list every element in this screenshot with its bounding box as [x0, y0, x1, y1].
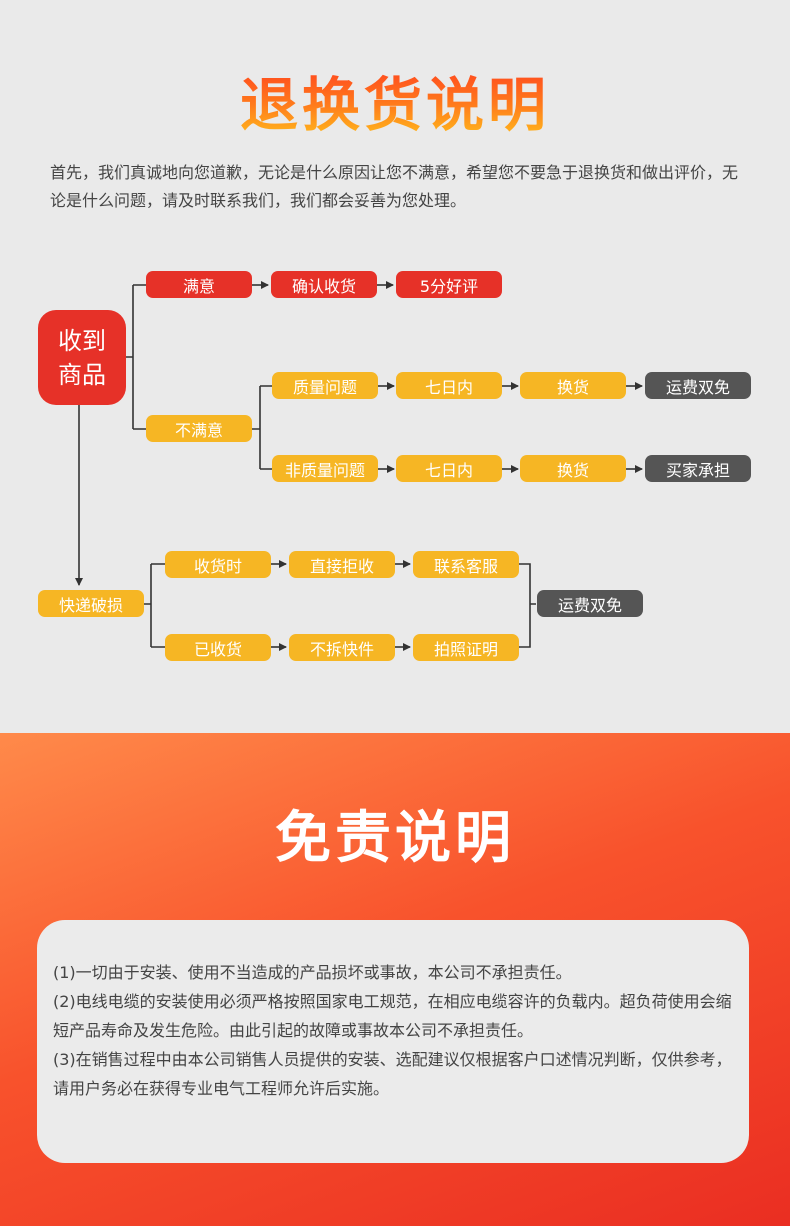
- node-confirm-receipt: 确认收货: [271, 271, 377, 298]
- node-exchange: 换货: [520, 372, 626, 399]
- disclaimer-item: (1)一切由于安装、使用不当造成的产品损坏或事故，本公司不承担责任。: [53, 963, 572, 982]
- merge-bracket-line: [519, 563, 536, 648]
- node-on-delivery: 收货时: [165, 551, 271, 578]
- node-within-seven-days: 七日内: [396, 372, 502, 399]
- node-contact-service: 联系客服: [413, 551, 519, 578]
- node-do-not-open: 不拆快件: [289, 634, 395, 661]
- node-shipping-free: 运费双免: [645, 372, 751, 399]
- disclaimer-section: 免责说明 (1)一切由于安装、使用不当造成的产品损坏或事故，本公司不承担责任。 …: [0, 733, 790, 1226]
- disclaimer-item: (2)电线电缆的安装使用必须严格按照国家电工规范，在相应电缆容许的负载内。超负荷…: [53, 992, 732, 1040]
- flow-connectors: [75, 281, 643, 651]
- node-five-star-review: 5分好评: [396, 271, 502, 298]
- root-branch-line: [126, 284, 146, 430]
- node-shipping-free: 运费双免: [537, 590, 643, 617]
- node-buyer-pays: 买家承担: [645, 455, 751, 482]
- damage-branch-line: [144, 563, 165, 648]
- node-received-goods: 收到商品: [38, 310, 126, 405]
- disclaimer-item: (3)在销售过程中由本公司销售人员提供的安装、选配建议仅根据客户口述情况判断，仅…: [53, 1050, 732, 1098]
- node-quality-issue: 质量问题: [272, 372, 378, 399]
- node-exchange: 换货: [520, 455, 626, 482]
- node-refuse-directly: 直接拒收: [289, 551, 395, 578]
- node-photo-proof: 拍照证明: [413, 634, 519, 661]
- node-satisfied: 满意: [146, 271, 252, 298]
- disclaimer-card: (1)一切由于安装、使用不当造成的产品损坏或事故，本公司不承担责任。 (2)电线…: [37, 920, 749, 1163]
- node-unsatisfied: 不满意: [146, 415, 252, 442]
- return-policy-section: 退换货说明 首先，我们真诚地向您道歉，无论是什么原因让您不满意，希望您不要急于退…: [0, 58, 790, 661]
- node-delivery-damage: 快递破损: [38, 590, 144, 617]
- node-non-quality-issue: 非质量问题: [272, 455, 378, 482]
- disclaimer-title: 免责说明: [275, 806, 515, 871]
- return-policy-title: 退换货说明: [0, 58, 790, 142]
- node-received: 已收货: [165, 634, 271, 661]
- unsatisfied-branch-line: [252, 385, 272, 470]
- node-within-seven-days: 七日内: [396, 455, 502, 482]
- return-policy-intro: 首先，我们真诚地向您道歉，无论是什么原因让您不满意，希望您不要急于退换货和做出评…: [50, 163, 739, 210]
